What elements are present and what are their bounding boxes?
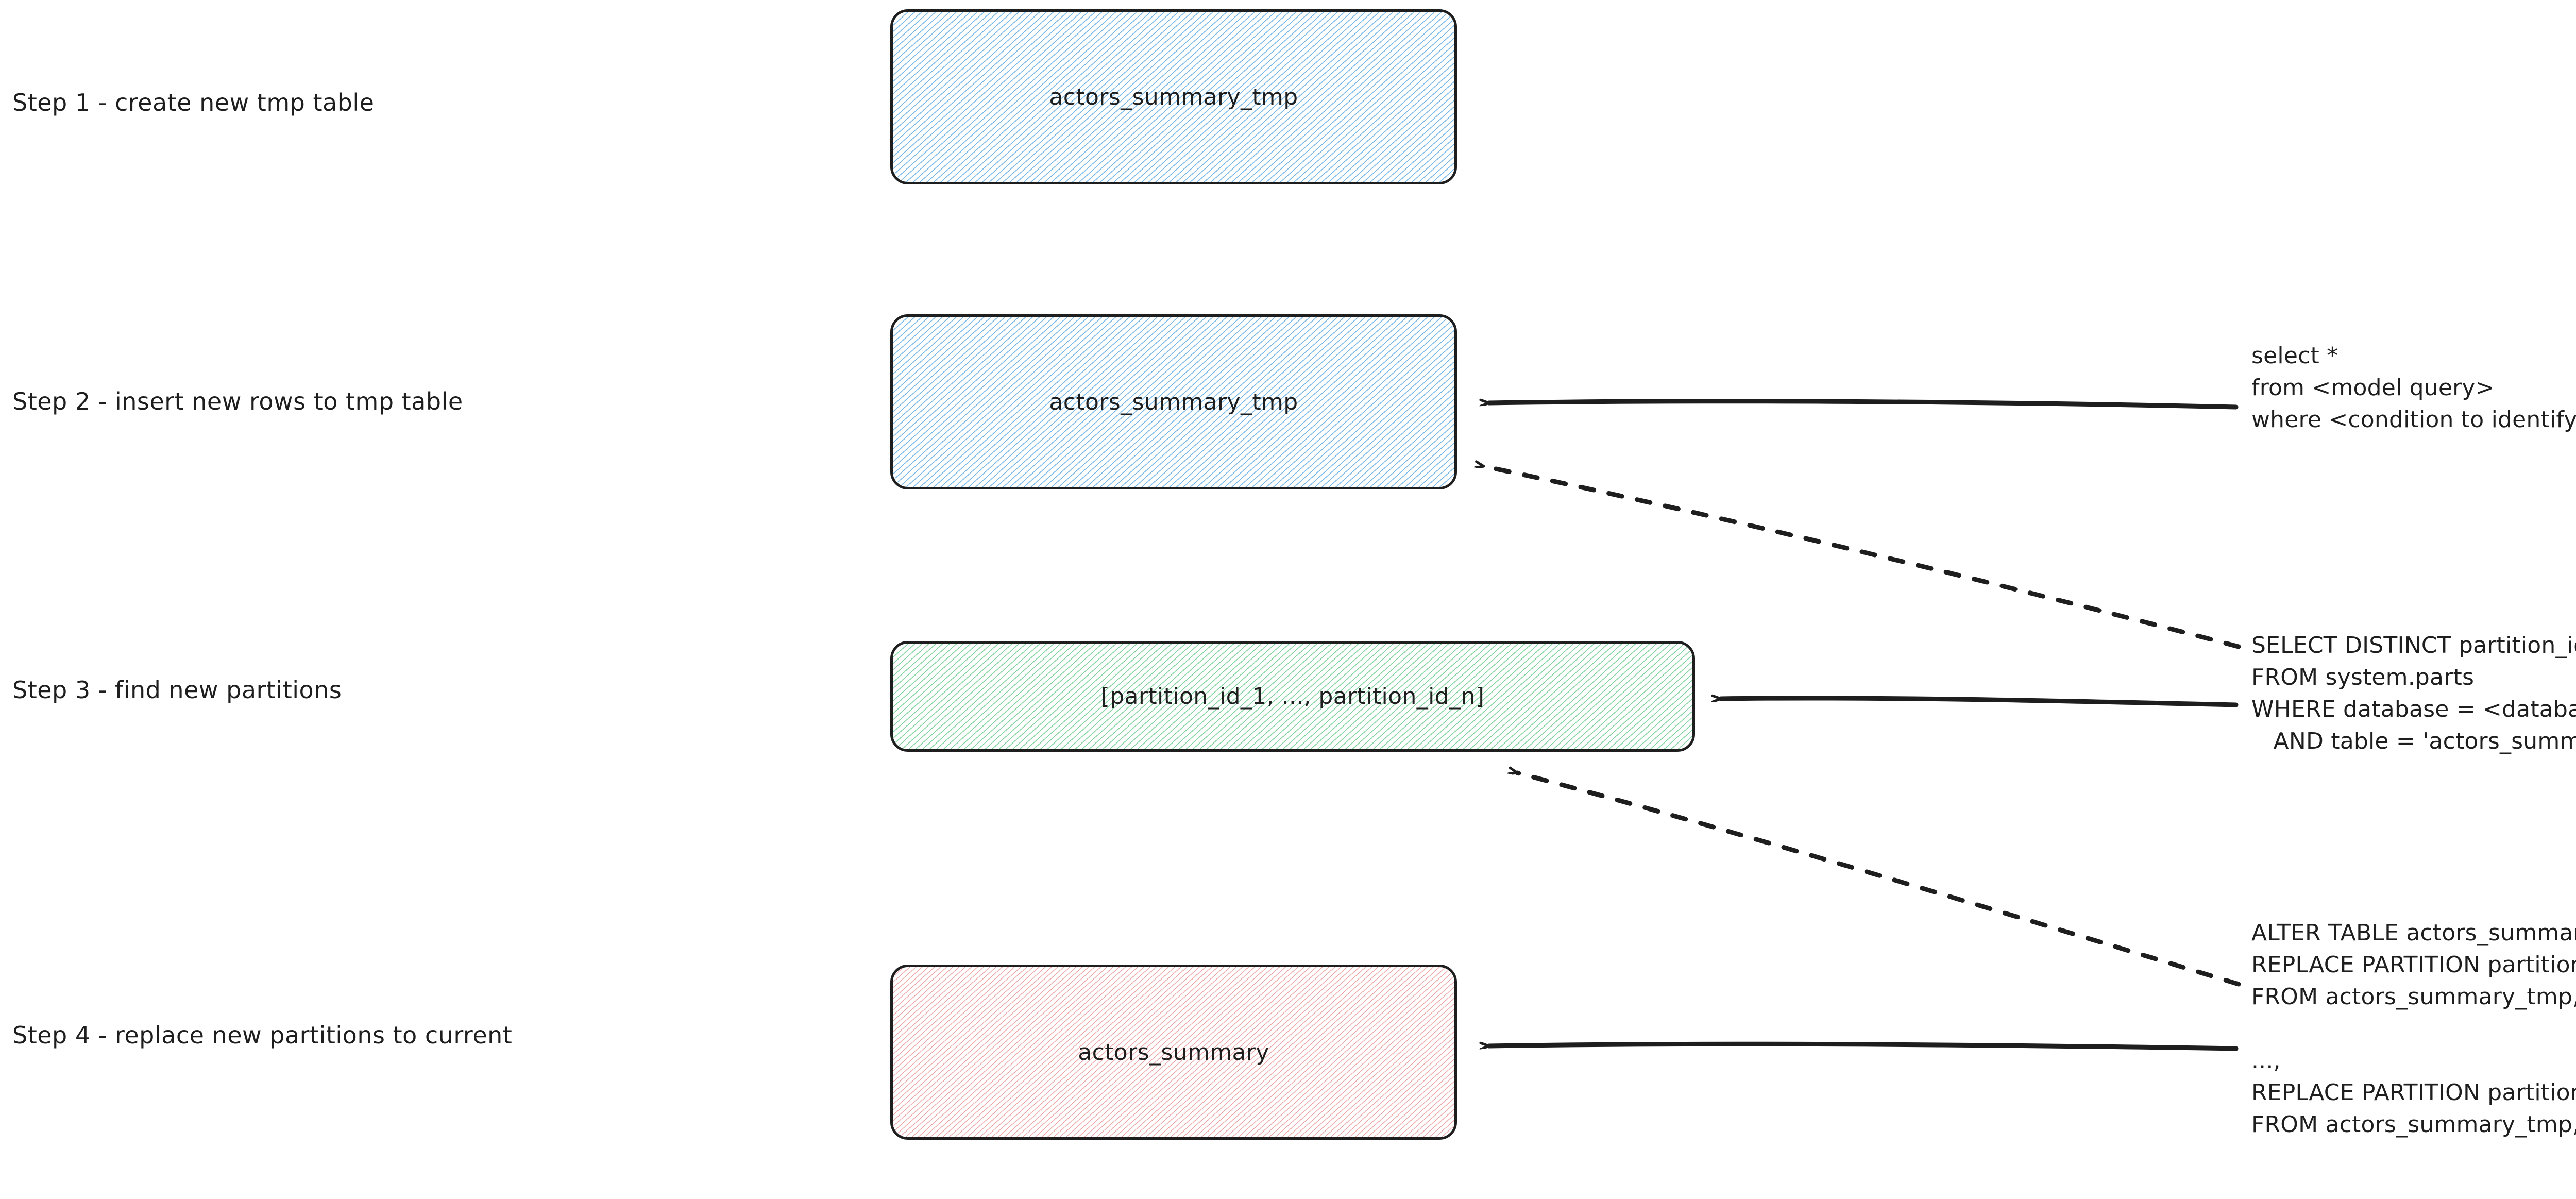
annotation-insert-query: select * from <model query> where <condi… — [2251, 343, 2576, 433]
edge-find-query-to-partitions — [1721, 698, 2239, 707]
edge-partitions-to-replace-query — [1517, 773, 2241, 987]
node-tmp-table-step2-label: actors_summary_tmp — [1049, 389, 1298, 415]
annotation-find-partitions-query: SELECT DISTINCT partition_id FROM system… — [2251, 632, 2576, 754]
hachure-fill-blue — [893, 317, 1454, 487]
step-4-label: Step 4 - replace new partitions to curre… — [12, 1021, 513, 1049]
edge-insert-query-to-tmp2 — [1489, 401, 2239, 410]
node-target-table[interactable]: actors_summary — [890, 965, 1457, 1140]
hachure-fill-blue — [893, 12, 1454, 182]
hachure-fill-green — [893, 644, 1692, 749]
step-3-label: Step 3 - find new partitions — [12, 676, 342, 704]
node-tmp-table-step1-label: actors_summary_tmp — [1049, 83, 1298, 110]
annotation-replace-partitions-query: ALTER TABLE actors_summary REPLACE PARTI… — [2251, 920, 2576, 1138]
node-partitions-list[interactable]: [partition_id_1, ..., partition_id_n] — [890, 641, 1695, 752]
edge-tmp2-to-find-query — [1484, 466, 2241, 649]
hachure-fill-pink — [893, 967, 1454, 1137]
node-tmp-table-step1[interactable]: actors_summary_tmp — [890, 9, 1457, 184]
node-tmp-table-step2[interactable]: actors_summary_tmp — [890, 314, 1457, 489]
node-partitions-list-label: [partition_id_1, ..., partition_id_n] — [1100, 683, 1485, 710]
edge-replace-query-to-target — [1489, 1041, 2239, 1051]
step-1-label: Step 1 - create new tmp table — [12, 89, 375, 116]
step-2-label: Step 2 - insert new rows to tmp table — [12, 387, 463, 415]
node-target-table-label: actors_summary — [1078, 1039, 1269, 1066]
